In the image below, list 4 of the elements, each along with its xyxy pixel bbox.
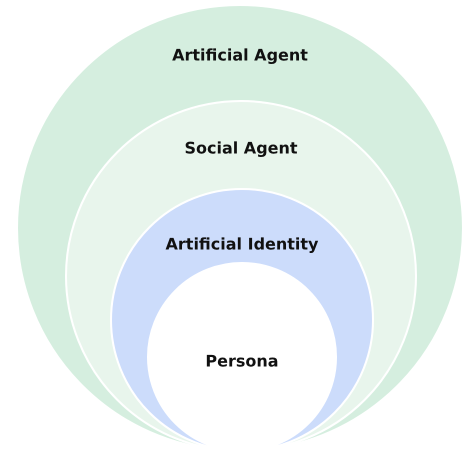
circle-label: Social Agent bbox=[184, 138, 298, 158]
circle-label: Artificial Agent bbox=[172, 46, 308, 64]
circle-label: Persona bbox=[205, 352, 279, 370]
circle-label: Artificial Identity bbox=[166, 234, 318, 254]
